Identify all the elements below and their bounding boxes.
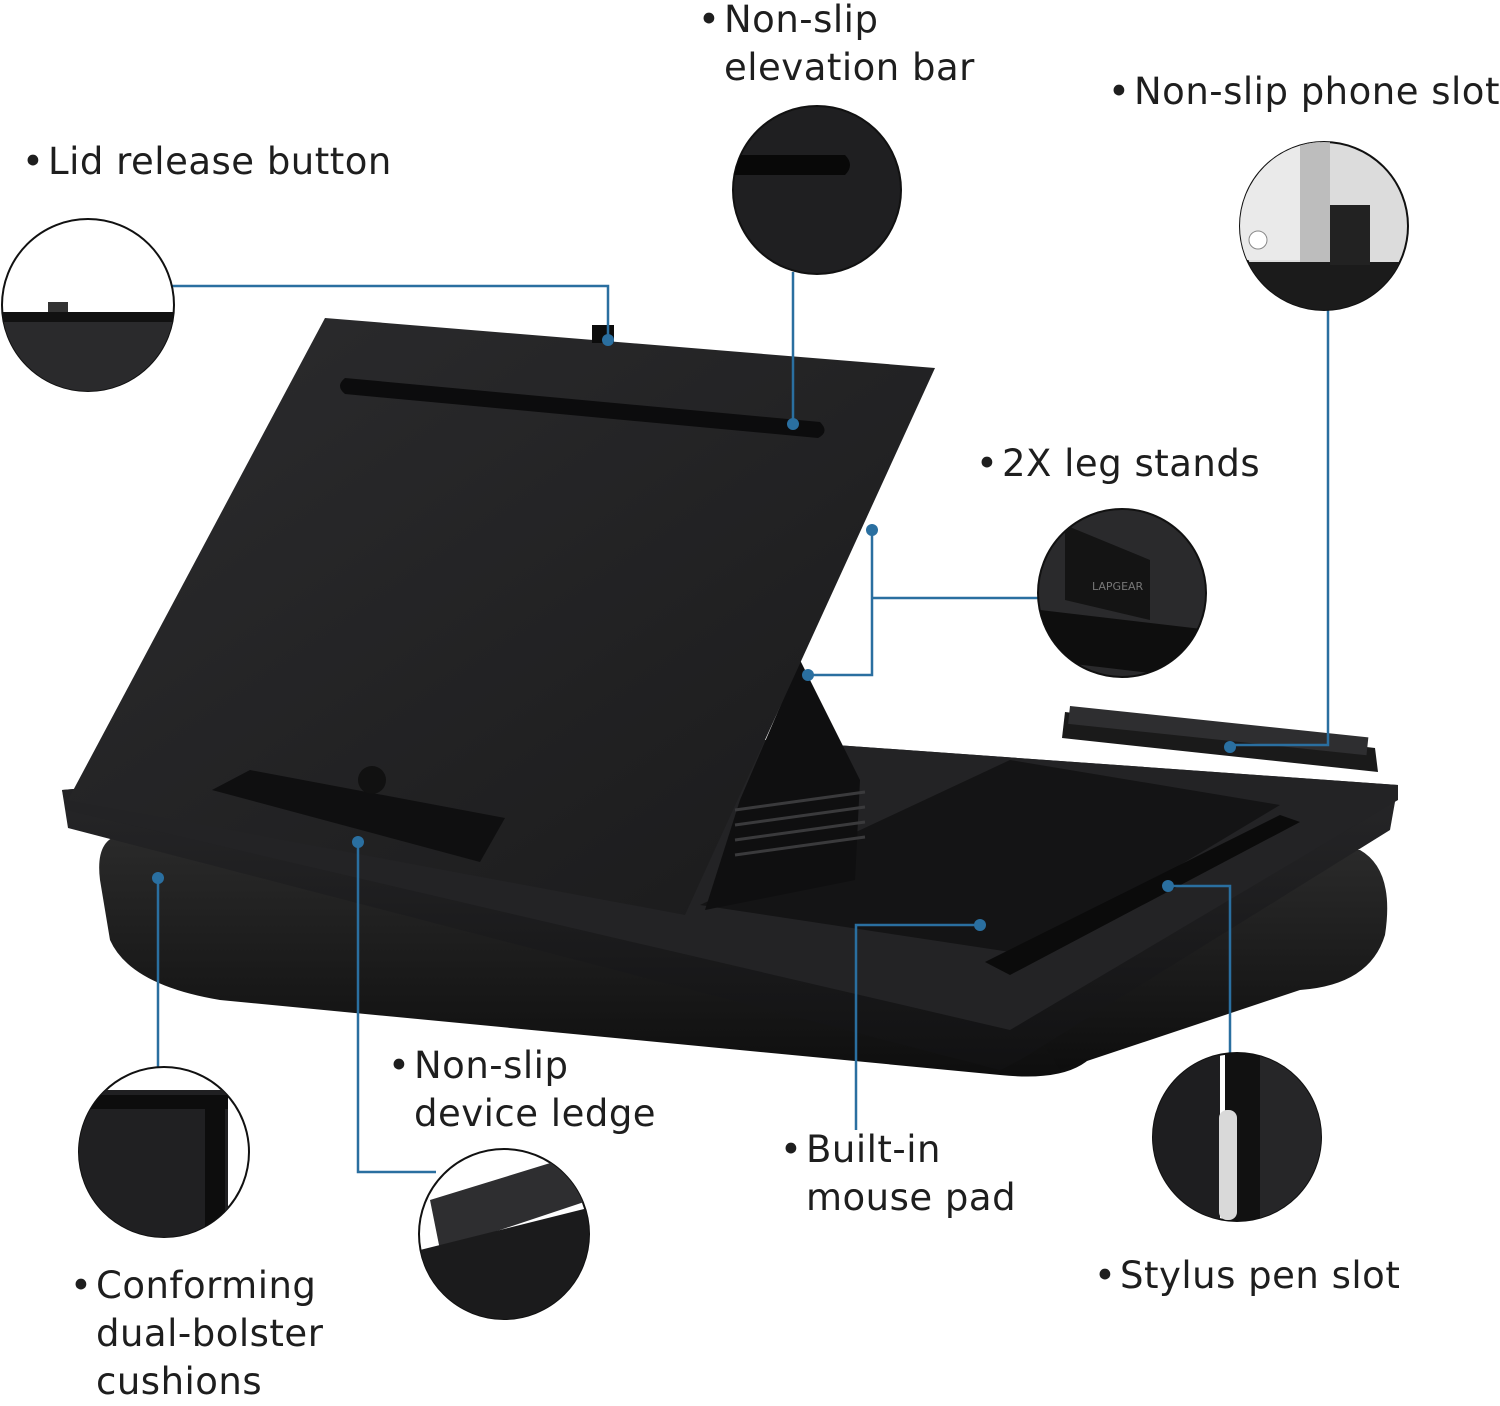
bullet: • — [780, 1128, 803, 1171]
callout-cushions: • Conforming dual-bolster cushions — [70, 1262, 324, 1406]
detail-lid-release — [1, 218, 175, 392]
stylus-groove — [985, 815, 1300, 975]
bullet: • — [976, 442, 999, 485]
callout-phone-slot: • Non-slip phone slot — [1108, 68, 1500, 116]
callout-text: device ledge — [414, 1092, 657, 1135]
callout-text: Stylus pen slot — [1120, 1254, 1401, 1297]
bullet: • — [1094, 1254, 1117, 1297]
callout-text: Built-in — [806, 1128, 941, 1171]
callout-elevation-bar: • Non-slip elevation bar — [698, 0, 975, 92]
leader-dots — [152, 334, 1236, 931]
callout-text: Conforming — [96, 1264, 317, 1307]
callout-text: elevation bar — [724, 46, 975, 89]
bullet: • — [22, 140, 45, 183]
callout-text: 2X leg stands — [1002, 442, 1261, 485]
stand-brand-text: LAPGEAR — [1092, 580, 1144, 593]
device-ledge — [212, 770, 505, 862]
leg-stand — [705, 660, 866, 910]
bullet: • — [388, 1044, 411, 1087]
bullet: • — [698, 0, 721, 41]
callout-text: Non-slip — [414, 1044, 569, 1087]
mouse-pad-area — [700, 760, 1280, 955]
detail-device-ledge — [418, 1148, 590, 1320]
detail-phone-slot — [1239, 141, 1409, 311]
callout-leg-stands: • 2X leg stands — [976, 440, 1261, 488]
callout-text: mouse pad — [806, 1176, 1017, 1219]
callout-lid-release: • Lid release button — [22, 138, 392, 186]
callout-device-ledge: • Non-slip device ledge — [388, 1042, 657, 1138]
callout-mouse-pad: • Built-in mouse pad — [780, 1126, 1017, 1222]
detail-cushions — [78, 1066, 250, 1238]
callout-stylus-slot: • Stylus pen slot — [1094, 1252, 1401, 1300]
detail-elevation-bar — [732, 105, 902, 275]
detail-stylus-slot — [1152, 1052, 1322, 1222]
detail-leg-stands: LAPGEAR — [1037, 508, 1207, 678]
callout-text: Non-slip phone slot — [1134, 70, 1500, 113]
callout-text: Non-slip — [724, 0, 879, 41]
callout-text: cushions — [96, 1360, 263, 1403]
elevation-bar — [340, 378, 825, 438]
leader-lines — [156, 272, 1330, 1174]
callout-text: dual-bolster — [96, 1312, 324, 1355]
callout-text: Lid release button — [48, 140, 392, 183]
bullet: • — [1108, 70, 1131, 113]
laptop-lid — [68, 318, 935, 915]
bullet: • — [70, 1264, 93, 1307]
